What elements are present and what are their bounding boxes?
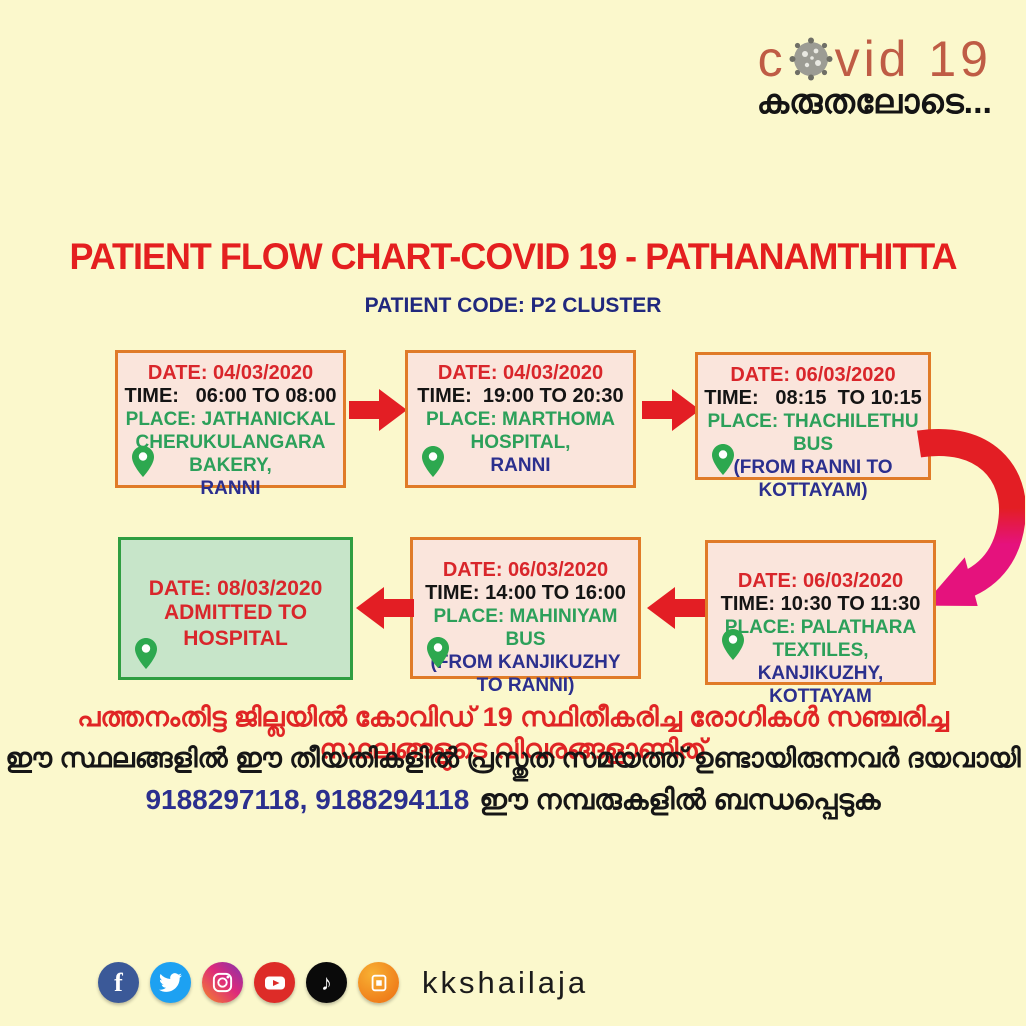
arrow-left-icon — [356, 587, 414, 629]
page-title: PATIENT FLOW CHART-COVID 19 - PATHANAMTH… — [69, 236, 957, 277]
instagram-icon[interactable] — [202, 962, 243, 1003]
location-pin-icon — [427, 637, 449, 668]
box3-place: PLACE: THACHILETHU BUS — [707, 411, 919, 455]
twitter-icon[interactable] — [150, 962, 191, 1003]
box1-time: TIME: 06:00 TO 08:00 — [124, 385, 337, 407]
contact-phone-numbers: 9188297118, 9188294118 — [145, 784, 470, 815]
box2-time: TIME: 19:00 TO 20:30 — [417, 385, 624, 407]
patient-code-subtitle: PATIENT CODE: P2 CLUSTER — [364, 294, 662, 317]
flow-box-5: DATE: 06/03/2020 TIME: 14:00 TO 16:00 PL… — [410, 537, 641, 696]
admitted-label: ADMITTED TO HOSPITAL — [163, 601, 308, 650]
box2-place: PLACE: MARTHOMA HOSPITAL, — [426, 409, 615, 453]
covid-text-suffix: vid 19 — [834, 31, 992, 87]
facebook-icon[interactable]: f — [98, 962, 139, 1003]
box4-time: TIME: 10:30 TO 11:30 — [720, 593, 921, 615]
box1-place: PLACE: JATHANICKAL CHERUKULANGARA BAKERY… — [125, 409, 336, 476]
box3-date: DATE: 06/03/2020 — [730, 364, 896, 386]
covid-text-prefix: c — [757, 31, 787, 87]
covid19-wordmark: c vid 19 — [652, 34, 992, 84]
notice-line-2: ഈ സ്ഥലങ്ങളിൽ ഈ തീയതികളിൽ പ്രസ്തുത സമയത്ത… — [5, 743, 1021, 773]
box2-route: RANNI — [490, 455, 551, 476]
arrow-right-icon — [642, 389, 700, 431]
box3-time: TIME: 08:15 TO 10:15 — [704, 387, 922, 409]
location-pin-icon — [712, 444, 734, 475]
box5-place: PLACE: MAHINIYAM BUS — [433, 606, 618, 650]
box1-route: RANNI — [200, 478, 261, 499]
notice-line-1: പത്തനംതിട്ട ജില്ലയിൽ കോവിഡ് 19 സ്ഥിതീകരി… — [77, 702, 949, 764]
box4-place: PLACE: PALATHARA TEXTILES, — [724, 617, 917, 661]
virus-icon — [788, 36, 834, 82]
flow-box-4: DATE: 06/03/2020 TIME: 10:30 TO 11:30 PL… — [705, 540, 936, 707]
box5-date: DATE: 06/03/2020 — [442, 559, 609, 581]
arrow-left-icon — [647, 587, 705, 629]
footer-social-bar: f ♪ kkshailaja — [98, 962, 588, 1003]
notice-line-3-text: ഈ നമ്പരുകളിൽ ബന്ധപ്പെടുക — [479, 784, 881, 815]
orange-app-icon[interactable] — [358, 962, 399, 1003]
arrow-right-icon — [349, 389, 407, 431]
location-pin-icon — [722, 629, 744, 660]
youtube-icon[interactable] — [254, 962, 295, 1003]
malayalam-tagline: കരുതലോടെ... — [756, 83, 992, 121]
admitted-date: DATE: 08/03/2020 — [148, 577, 323, 600]
flow-box-admitted: DATE: 08/03/2020 ADMITTED TO HOSPITAL — [118, 537, 353, 680]
flow-box-1: DATE: 04/03/2020 TIME: 06:00 TO 08:00 PL… — [115, 350, 346, 499]
box5-route: (FROM KANJIKUZHY TO RANNI) — [430, 652, 621, 696]
notice-line-3: 9188297118, 9188294118 ഈ നമ്പരുകളിൽ ബന്ധപ… — [0, 784, 1026, 817]
box2-date: DATE: 04/03/2020 — [437, 362, 604, 384]
covid19-logo: c vid 19 കരുതലോടെ... — [652, 34, 992, 122]
tiktok-icon[interactable]: ♪ — [306, 962, 347, 1003]
location-pin-icon — [422, 446, 444, 477]
box3-route: (FROM RANNI TO KOTTAYAM) — [733, 457, 893, 501]
location-pin-icon — [135, 638, 157, 669]
box5-time: TIME: 14:00 TO 16:00 — [425, 582, 626, 604]
box4-route: KANJIKUZHY, KOTTAYAM — [757, 663, 884, 707]
social-handle: kkshailaja — [422, 964, 589, 1000]
box1-date: DATE: 04/03/2020 — [147, 362, 314, 384]
box4-date: DATE: 06/03/2020 — [737, 570, 904, 592]
location-pin-icon — [132, 446, 154, 477]
flow-box-3: DATE: 06/03/2020 TIME: 08:15 TO 10:15 PL… — [695, 352, 931, 501]
curved-arrow-icon — [916, 429, 1025, 607]
flow-box-2: DATE: 04/03/2020 TIME: 19:00 TO 20:30 PL… — [405, 350, 636, 488]
